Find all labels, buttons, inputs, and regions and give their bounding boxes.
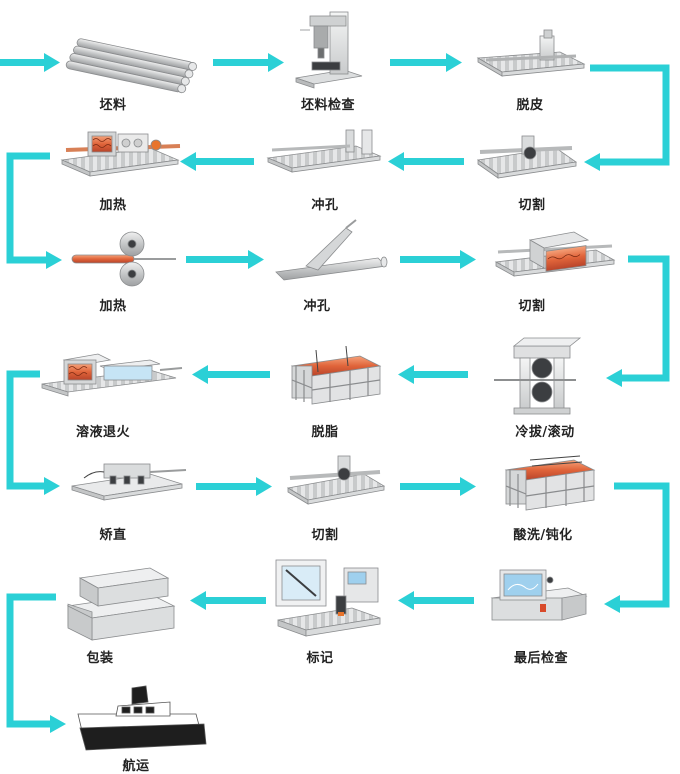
arrow-step1-to-step2 bbox=[213, 53, 284, 72]
roll-heating-icon bbox=[71, 231, 176, 287]
degreasing-tank-icon bbox=[290, 345, 382, 405]
step-label-9: 切割 bbox=[518, 299, 546, 314]
packing-boxes-icon bbox=[66, 567, 176, 641]
arrow-step15-to-step16 bbox=[604, 482, 670, 613]
arrow-step11-to-step12 bbox=[192, 365, 270, 384]
arrow-step17-to-step18 bbox=[190, 591, 266, 610]
arrow-step3-to-step4 bbox=[584, 64, 670, 171]
step-label-13: 矫直 bbox=[99, 528, 127, 543]
step-label-7: 加热 bbox=[99, 299, 127, 314]
cold-drawing-stand-icon bbox=[494, 337, 582, 415]
furnace-icon bbox=[60, 131, 181, 177]
arrow-step5-to-step6 bbox=[180, 152, 254, 171]
piercing-mandrel-icon bbox=[275, 219, 388, 281]
annealing-furnace-icon bbox=[41, 353, 183, 397]
induction-cutting-icon bbox=[494, 231, 616, 277]
arrow-step6-to-step7 bbox=[6, 152, 62, 269]
arrow-step18-to-step19 bbox=[6, 593, 66, 733]
arrow-step13-to-step14 bbox=[196, 477, 272, 496]
billets-bundle-icon bbox=[65, 38, 197, 94]
flow-arrows bbox=[0, 53, 670, 733]
arrow-step16-to-step17 bbox=[398, 591, 474, 610]
step-label-14: 切割 bbox=[311, 528, 339, 543]
peeling-machine-icon bbox=[476, 29, 586, 77]
arrow-step14-to-step15 bbox=[400, 477, 476, 496]
step-label-4: 切割 bbox=[518, 198, 546, 213]
final-cutting-icon bbox=[286, 455, 386, 505]
step-label-12: 溶液退火 bbox=[75, 425, 130, 440]
arrow-step12-to-step13 bbox=[6, 370, 60, 495]
arrow-entry bbox=[0, 53, 60, 72]
step-label-18: 包装 bbox=[86, 651, 114, 666]
arrow-step2-to-step3 bbox=[390, 53, 462, 72]
step-label-2: 坯料检查 bbox=[300, 98, 355, 113]
arrow-step9-to-step10 bbox=[606, 255, 670, 387]
step-label-17: 标记 bbox=[306, 651, 334, 666]
step-label-5: 冲孔 bbox=[311, 198, 339, 213]
final-inspection-icon bbox=[490, 569, 588, 621]
straightener-icon bbox=[71, 463, 187, 501]
step-label-15: 酸洗/钝化 bbox=[513, 528, 573, 543]
step-label-8: 冲孔 bbox=[303, 299, 331, 314]
saw-cutter-icon bbox=[476, 135, 578, 179]
punch-bench-icon bbox=[266, 129, 382, 173]
inspection-machine-icon bbox=[295, 11, 363, 89]
step-label-6: 加热 bbox=[99, 198, 127, 213]
arrow-step8-to-step9 bbox=[400, 250, 476, 269]
step-label-16: 最后检查 bbox=[513, 651, 568, 666]
step-label-19: 航运 bbox=[122, 759, 150, 774]
arrow-step7-to-step8 bbox=[186, 250, 264, 269]
pickling-tank-icon bbox=[504, 455, 596, 511]
step-label-10: 冷拔/滚动 bbox=[515, 425, 575, 440]
arrow-step4-to-step5 bbox=[388, 152, 464, 171]
cargo-ship-icon bbox=[77, 685, 207, 751]
step-label-1: 坯料 bbox=[99, 98, 127, 113]
arrow-step10-to-step11 bbox=[398, 365, 468, 384]
step-label-11: 脱脂 bbox=[311, 425, 339, 440]
marking-station-icon bbox=[275, 559, 381, 637]
step-label-3: 脱皮 bbox=[516, 98, 544, 113]
